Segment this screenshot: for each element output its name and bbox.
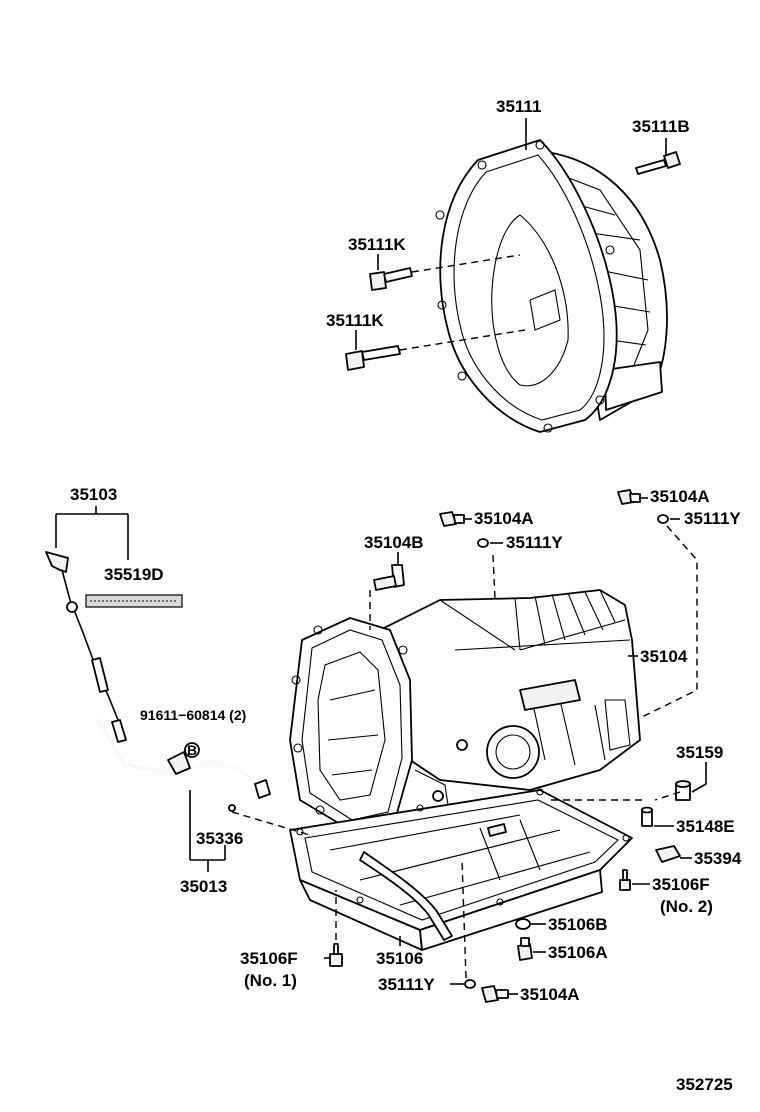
callout-35111K-upper: 35111K: [348, 235, 406, 254]
diagram-id: 352725: [676, 1075, 733, 1094]
o-ring-35111Y-right[interactable]: [657, 514, 669, 524]
oil-pan[interactable]: [289, 788, 633, 951]
callout-35111K-lower: 35111K: [326, 311, 384, 330]
bolt-91611-60814[interactable]: [184, 742, 200, 758]
callout-35111Y-right: 35111Y: [684, 509, 741, 528]
callout-35111Y-bottom: 35111Y: [378, 975, 435, 994]
callout-35106A: 35106A: [548, 943, 608, 962]
callout-35106F-no2-note: (No. 2): [660, 897, 713, 916]
sensor-35159[interactable]: [675, 780, 691, 801]
plug-35104A-top-center[interactable]: [439, 511, 465, 527]
bolt-35111K-upper[interactable]: [369, 267, 413, 291]
washer-35106B[interactable]: [515, 918, 531, 930]
callout-35104: 35104: [640, 647, 688, 666]
clip-35394[interactable]: [655, 845, 681, 863]
callout-35104A-bottom: 35104A: [520, 985, 580, 1004]
callout-35159: 35159: [676, 743, 723, 762]
converter-housing[interactable]: [435, 139, 668, 433]
o-ring-35111Y-center[interactable]: [477, 538, 489, 548]
callout-35111B: 35111B: [632, 117, 690, 136]
callout-35148E: 35148E: [676, 817, 735, 836]
callout-35104A-top-center: 35104A: [474, 509, 534, 528]
bolt-marker-b: B: [187, 742, 197, 758]
callout-35106: 35106: [376, 949, 423, 968]
callout-35106F-no1: 35106F: [240, 949, 298, 968]
callout-35106B: 35106B: [548, 915, 608, 934]
fitting-35104B[interactable]: [373, 564, 405, 591]
bolt-35111K-lower[interactable]: [345, 345, 401, 371]
transmission-case[interactable]: [289, 589, 641, 833]
callout-35106F-no1-note: (No. 1): [244, 971, 297, 990]
plug-35104A-top-right[interactable]: [617, 489, 641, 505]
callout-35104B: 35104B: [364, 533, 424, 552]
callout-35106F-no2: 35106F: [652, 875, 710, 894]
callout-35104A-top-right: 35104A: [650, 487, 710, 506]
dipstick-35103[interactable]: [45, 551, 127, 743]
callout-35013: 35013: [180, 877, 227, 896]
callout-35519D: 35519D: [104, 565, 164, 584]
callout-35394: 35394: [694, 849, 742, 868]
plug-35148E[interactable]: [641, 806, 653, 827]
bolt-35106F-no2[interactable]: [619, 869, 631, 891]
callout-35111: 35111: [496, 97, 541, 116]
o-ring-35111Y-bottom[interactable]: [464, 979, 476, 989]
callout-35336: 35336: [196, 829, 243, 848]
bolt-35106F-no1[interactable]: [329, 943, 343, 967]
plug-35104A-bottom[interactable]: [481, 985, 509, 1003]
callout-35103: 35103: [70, 485, 117, 504]
plug-35106A[interactable]: [517, 937, 533, 961]
filler-tube-35013[interactable]: [97, 719, 271, 799]
bolt-35111B[interactable]: [635, 151, 681, 175]
callout-35111Y-center: 35111Y: [506, 533, 563, 552]
callout-91611-60814: 91611−60814 (2): [140, 707, 246, 723]
